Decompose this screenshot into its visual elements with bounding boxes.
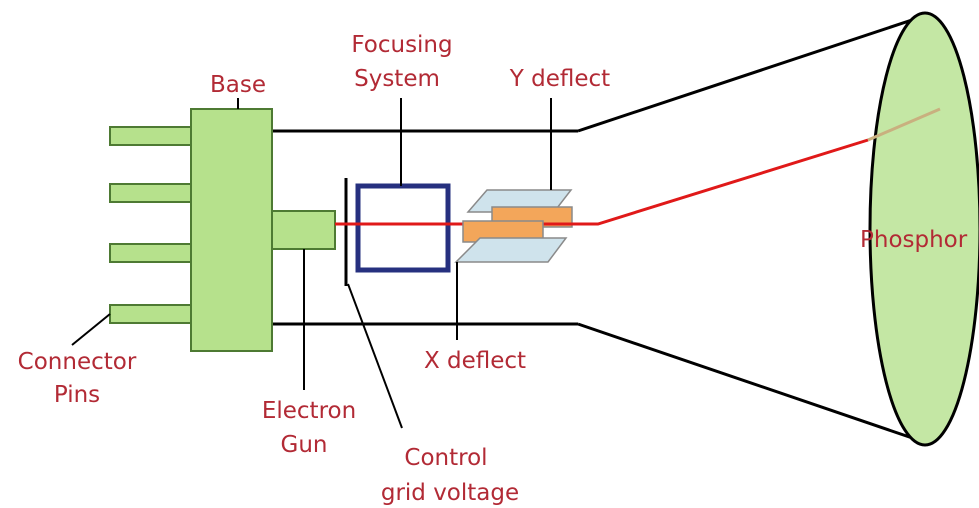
label-focusing-line1: Focusing [351, 32, 452, 58]
label-connector-line2: Pins [54, 382, 100, 408]
tube-flare-top-line [577, 12, 931, 133]
electron-beam [335, 138, 869, 226]
leader-connector-pins [71, 313, 111, 346]
label-phosphor: Phosphor [860, 227, 968, 253]
label-control-line1: Control [404, 445, 487, 471]
label-connector-line1: Connector [18, 349, 137, 375]
label-control-line2: grid voltage [381, 480, 519, 506]
label-x-deflect: X deflect [424, 348, 526, 374]
connector-pin [109, 183, 193, 203]
connector-pin [109, 243, 193, 263]
connector-pin [109, 304, 193, 324]
tube-flare-bottom-line [577, 322, 931, 446]
leader-lines [71, 98, 552, 429]
label-electron-line1: Electron [262, 398, 356, 424]
label-focusing-line2: System [354, 66, 440, 92]
base-block [190, 108, 273, 352]
beam-on-screen [867, 107, 941, 142]
electron-gun-block [271, 210, 336, 250]
focusing-system-box [355, 183, 451, 273]
phosphor-screen [868, 11, 979, 447]
connector-pin [109, 126, 193, 146]
label-y-deflect: Y deflect [509, 66, 610, 92]
x-deflect-plate-lower [454, 237, 568, 263]
tube-envelope [272, 12, 931, 446]
leader-control-grid [347, 283, 403, 429]
x-deflection-plates [454, 220, 568, 263]
connector-pins [109, 126, 193, 324]
label-electron-line2: Gun [281, 432, 328, 458]
labels: Focusing System Base Y deflect Phosphor … [18, 32, 968, 506]
label-base: Base [210, 72, 266, 98]
